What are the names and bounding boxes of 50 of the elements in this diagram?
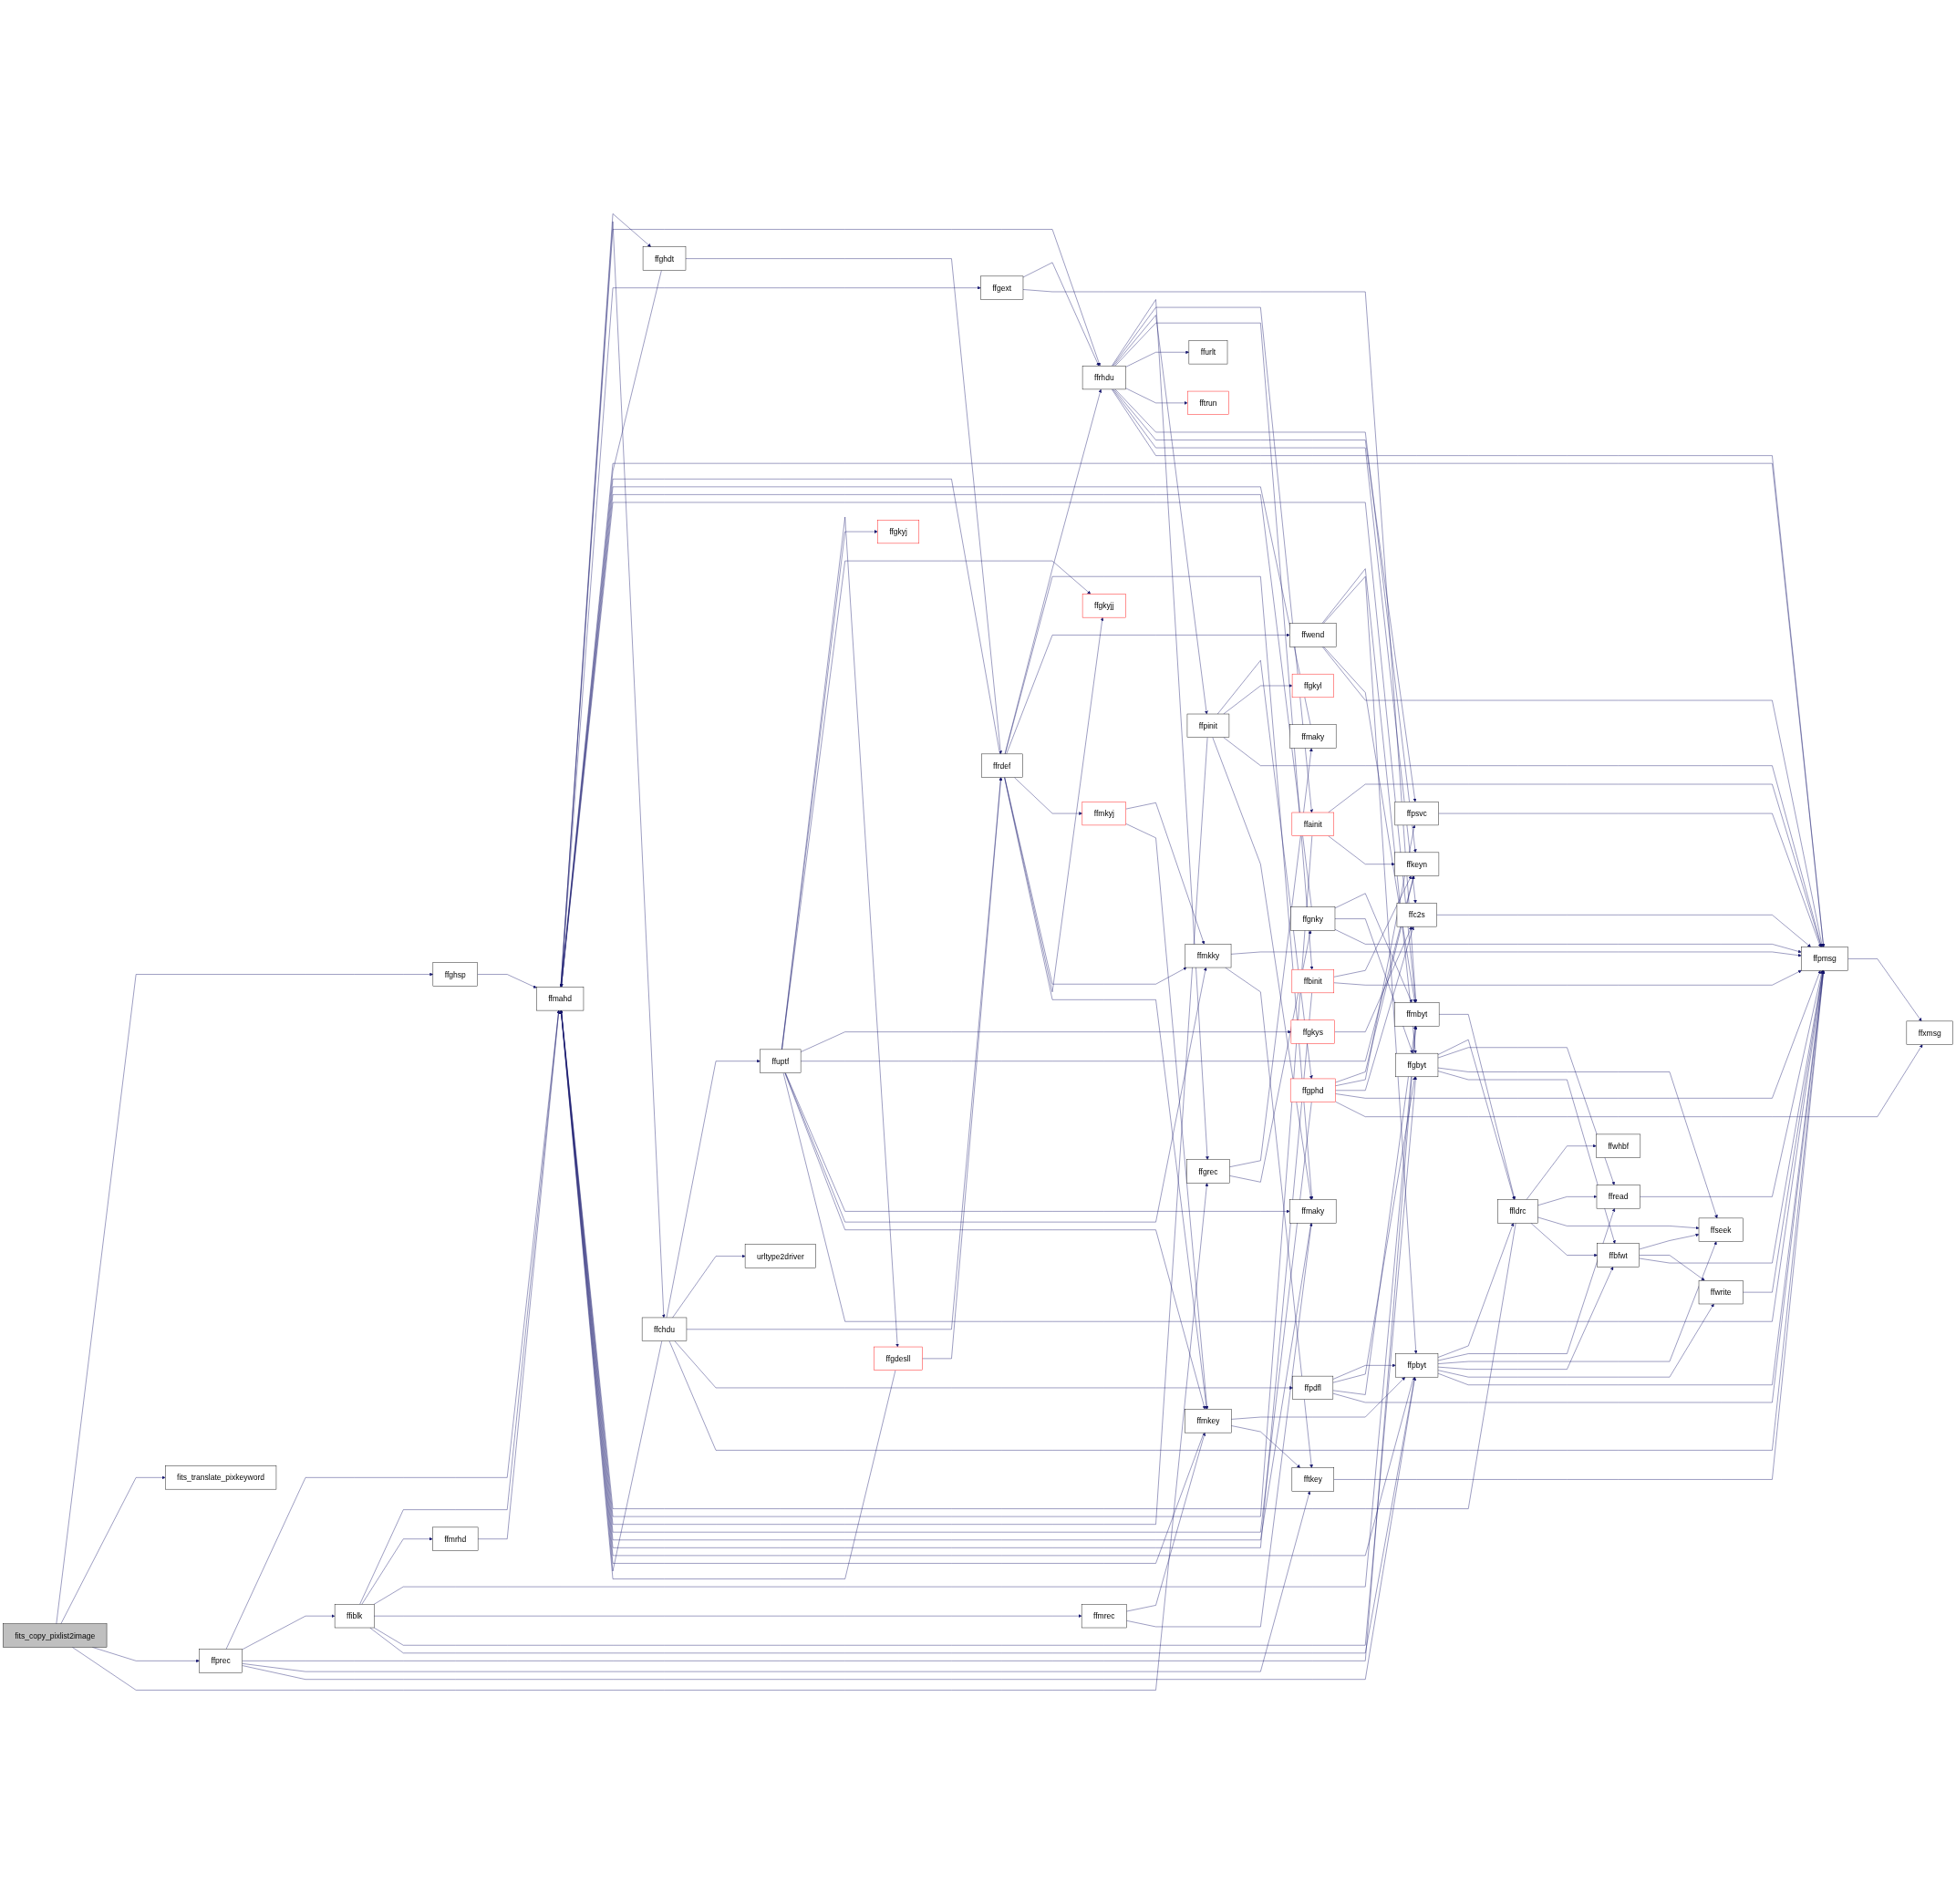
node-box: ffgkyl [1291, 674, 1334, 698]
node-box: ffmrhd [432, 1526, 479, 1551]
node-box: ffchdu [641, 1317, 688, 1341]
node-box: urltype2driver [744, 1244, 816, 1268]
node-box: ffpbyt [1395, 1353, 1439, 1378]
node-box: ffwend [1289, 623, 1337, 647]
node-box: ffiblk [334, 1604, 375, 1629]
node-box: ffrdef [981, 753, 1023, 778]
node-box: fftkey [1291, 1467, 1334, 1492]
node-box: ffgdesll [874, 1346, 923, 1371]
node-box: ffmkky [1185, 944, 1232, 968]
node-box: ffgkyjj [1081, 594, 1126, 618]
node-box: ffmbyt [1394, 1002, 1440, 1027]
node-box: ffmkyj [1081, 802, 1126, 826]
node-box: ffread [1596, 1185, 1640, 1209]
node-box: ffrhdu [1081, 366, 1126, 390]
node-box: ffuptf [760, 1049, 802, 1073]
node-box: ffurlt [1188, 340, 1228, 365]
node-box: ffgrec [1186, 1159, 1230, 1184]
node-box: ffc2s [1396, 903, 1437, 927]
node-box: ffpdfl [1292, 1375, 1334, 1401]
node-box: ffpmsg [1801, 947, 1848, 971]
node-box: ffgbyt [1395, 1053, 1439, 1078]
node-box: ffmkey [1185, 1409, 1232, 1433]
node-box: ffgphd [1289, 1078, 1336, 1102]
node-box: ffgnky [1290, 906, 1336, 931]
node-box: ffgkyj [877, 520, 920, 544]
node-box: ffldrc [1497, 1199, 1538, 1224]
node-box: ffmrec [1081, 1604, 1127, 1629]
node-box: ffbfwt [1597, 1243, 1640, 1268]
node-box: ffkeyn [1394, 852, 1440, 876]
node-box: ffmaky [1289, 1199, 1337, 1224]
node-box: ffainit [1291, 812, 1334, 836]
node-box: ffprec [199, 1649, 243, 1673]
node-box: ffghdt [642, 246, 687, 271]
node-box: ffgkys [1290, 1019, 1335, 1044]
node-box: ffxmsg [1906, 1020, 1953, 1045]
node-box: ffpinit [1186, 713, 1230, 738]
node-box: fits_copy_pixlist2image [3, 1623, 108, 1648]
node-box: ffmaky [1289, 724, 1337, 749]
node-box: ffbinit [1291, 969, 1334, 994]
node-box: fits_translate_pixkeyword [165, 1465, 277, 1490]
node-box: ffgext [980, 275, 1024, 300]
node-box: ffwhbf [1596, 1133, 1641, 1158]
node-box: ffpsvc [1394, 802, 1439, 826]
node-box: ffwrite [1698, 1280, 1744, 1305]
node-box: fftrun [1187, 390, 1229, 415]
node-box: ffghsp [432, 962, 478, 987]
node-box: ffmahd [536, 987, 585, 1011]
node-box: ffseek [1698, 1217, 1744, 1242]
